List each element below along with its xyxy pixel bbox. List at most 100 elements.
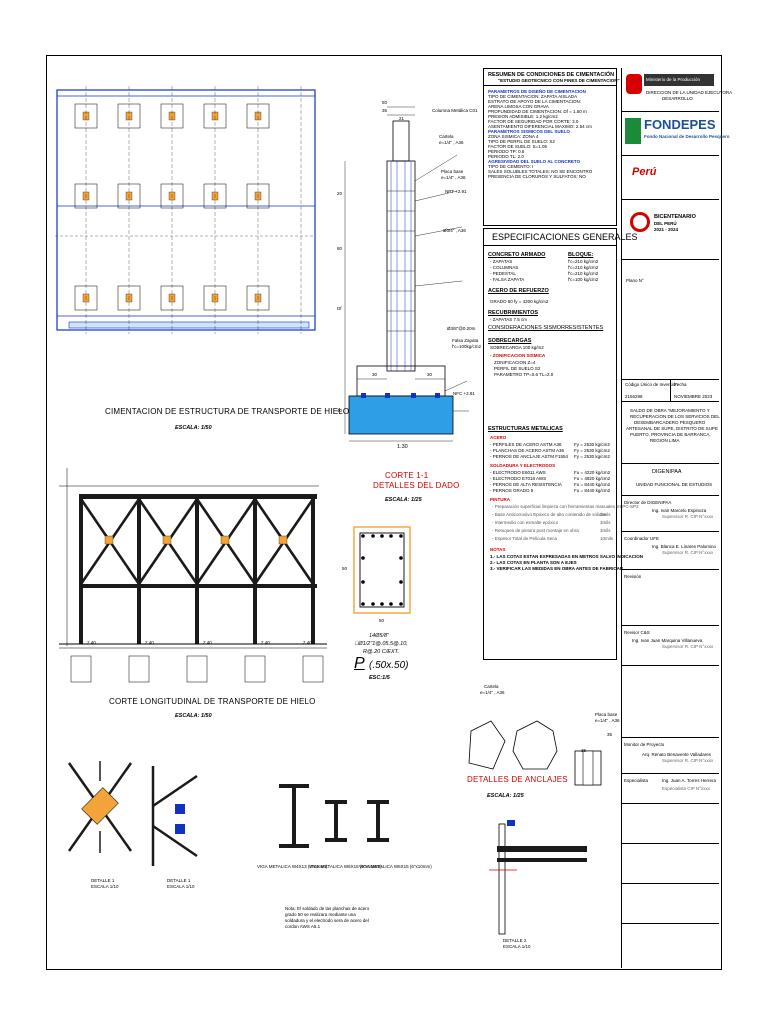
spec-sismo: CONSIDERACIONES SISMORRESISTENTES — [488, 325, 604, 331]
spec-pintura-item: - Preparación superficial limpieza con h… — [492, 504, 639, 509]
tb-row-sub: Supervisor R. CIP N°xxxx — [662, 644, 714, 649]
dim-30-left: 30 — [372, 372, 378, 377]
summary-line: FACTOR DE SEGURIDAD POR CORTE: 3.0 — [488, 119, 579, 124]
anchor-dim-35a: 35 — [607, 732, 613, 737]
section-subtitle: DETALLES DEL DADO — [373, 481, 460, 490]
foundation-plan — [55, 86, 316, 334]
spec-concreto-value: f'c=210 kg/cm2 — [568, 265, 599, 270]
weld-note-2: grado 50 se realizara mediante una — [285, 912, 356, 917]
tb-project-line: REGION LIMA — [650, 438, 680, 443]
label-npt: NPT +2.91 — [445, 189, 467, 194]
tb-row-label: Monitor de Proyecto — [624, 742, 665, 747]
longitudinal-section — [59, 468, 327, 683]
spec-soldadura-value: Fu = 4920 kg/cm2 — [574, 476, 611, 481]
plan-title: CIMENTACION DE ESTRUCTURA DE TRANSPORTE … — [105, 407, 350, 416]
spec-soldadura-item: - ELECTRODO E6011 AWS — [490, 470, 546, 475]
summary-line: ARENA LIMOSA CON GRAVA — [488, 104, 549, 109]
summary-title: RESUMEN DE CONDICIONES DE CIMENTACIÓN — [488, 72, 615, 78]
dim-240-1: 2.40 — [87, 640, 96, 645]
column-dim-v: 50 — [342, 566, 348, 571]
tb-fecha-value: NOVIEMBRE 2023 — [674, 394, 713, 399]
tb-org1-right2: DESARROLLO — [662, 96, 693, 101]
detail-2-title: DETALLE 2 — [503, 938, 527, 943]
tb-project-line: DESEMBARCADERO PESQUERO — [634, 420, 706, 425]
spec-acero-line: GRADO 60 fy = 4200 kg/cm2 — [490, 299, 549, 304]
spec-concreto-value: f'c=100 kg/cm2 — [568, 277, 599, 282]
column-dim-h: 50 — [379, 618, 385, 623]
shield-icon — [626, 74, 642, 94]
spec-metalicas: ESTRUCTURAS METALICAS — [488, 426, 563, 432]
tb-unit2: UNIDAD FUNCIONAL DE ESTUDIOS — [636, 482, 713, 487]
spec-pintura-value: 3mils — [600, 520, 611, 525]
tb-codigo: Código Único de Inversión 2156296 Fecha … — [622, 380, 719, 402]
tb-row-name: Ing. Ivan Marcelo Espinoza — [652, 508, 707, 513]
dim-20: 20 — [337, 191, 343, 196]
spec-soldadura-item: - ELECTRODO E7018 AWS — [490, 476, 547, 481]
column-section — [353, 526, 411, 614]
summary-line: AGRESIVIDAD DEL SUELO AL CONCRETO — [488, 159, 581, 164]
spec-nota: 3.- VERIFICAR LAS MEDIDAS EN OBRA ANTES … — [490, 566, 624, 571]
tb-row-sub: Supervisor R. CIP N°xxxx — [662, 758, 714, 763]
tb-project-line: ARTESANAL DE SUPE, DISTRITO DE SUPE — [626, 426, 718, 431]
long-section-title: CORTE LONGITUDINAL DE TRANSPORTE DE HIEL… — [109, 697, 316, 706]
column-stirrups: □Ø1/2"1@.05,5@.10, — [355, 641, 408, 647]
tb-row-sub: Supervisor R. CIP N°xxxx — [662, 550, 714, 555]
tb-logo-ministry: Ministerio de la Producción DIRECCION DE… — [622, 68, 732, 112]
tb-fecha-label: Fecha — [674, 382, 687, 387]
spec-pintura-head: PINTURA — [490, 497, 510, 502]
spec-soldadura-head: SOLDADURA Y ELECTRODOS — [490, 463, 556, 468]
tb-row-reviewer: Revisor C&S Ing. Ivan Juan Marquina Vill… — [622, 626, 719, 666]
spec-pintura-value: 3mils — [600, 528, 611, 533]
drawing-sheet: CIMENTACION DE ESTRUCTURA DE TRANSPORTE … — [46, 55, 732, 970]
spec-sobrecarga-line: SOBRECARGA 100 kg/m2 — [490, 345, 544, 350]
anchor-dim-35b: 35 — [581, 748, 587, 753]
label-column: Columna Metálica C01 — [432, 108, 478, 113]
tb-fondepes: FONDEPES — [644, 117, 716, 132]
spec-nota: 2.- LAS COTAS EN PLANTA SON A EJES — [490, 560, 577, 565]
anchor-plate-spec: e=1/4" , A36 — [595, 718, 620, 723]
summary-lines: PARAMETROS DE DISEÑO DE CIMENTACION TIPO… — [488, 89, 592, 179]
dim-21: 21 — [399, 116, 405, 121]
tb-row-label: Especialista — [624, 778, 649, 783]
weld-note-1: Nota: El soldado de las planchas de acer… — [285, 906, 370, 911]
weld-note-4: cordon AWS A5.1 — [285, 924, 321, 929]
tb-unit: DIGENIPAA UNIDAD FUNCIONAL DE ESTUDIOS — [622, 464, 719, 496]
dim-35: 35 — [382, 108, 388, 113]
spec-concreto-value: f'c=210 kg/cm2 — [568, 259, 599, 264]
spec-acero-value: Fy = 2530 kg/cm2 — [574, 442, 610, 447]
spec-sismica: - ZONIFICACION SISMICA — [490, 353, 546, 358]
plan-scale: ESCALA: 1/50 — [175, 425, 212, 431]
spec-soldadura-item: - PERNOS DE ALTA RESISTENCIA — [490, 482, 562, 487]
spec-concreto: CONCRETO ARMADO — [488, 252, 546, 258]
tb-plano-label: Plano N° — [626, 278, 644, 283]
spec-acero-item: - PERFILES DE ACERO ASTM A36 — [490, 442, 562, 447]
long-section-scale: ESCALA: 1/50 — [175, 713, 212, 719]
spec-pintura-item: - Espesor Total de Película Seca — [492, 536, 557, 541]
dim-240-5: 2.40 — [303, 640, 312, 645]
detail-1-title: DETALLE 1 — [91, 878, 115, 883]
tb-org1: Ministerio de la Producción — [646, 77, 701, 82]
specs-title: ESPECIFICACIONES GENERALES — [492, 232, 638, 242]
tb-peru: Perú — [632, 166, 657, 178]
dim-240-2: 2.40 — [145, 640, 154, 645]
detail-1b-title: DETALLE 1 — [167, 878, 191, 883]
spec-acero-value: Fy = 2530 kg/cm2 — [574, 454, 610, 459]
detail-1b-scale: ESCALA 1/10 — [167, 884, 195, 889]
tb-row-label: Revisor C&S — [624, 630, 650, 635]
spec-bloque: BLOQUE: — [568, 252, 594, 258]
spec-sismica-line: ZONIFICACION Z=4 — [494, 360, 536, 365]
dim-240-4: 2.40 — [261, 640, 270, 645]
detail-1-connection — [151, 766, 198, 866]
tb-bicentenario: BICENTENARIO — [654, 214, 696, 220]
column-scale: ESC:1/5 — [369, 675, 390, 681]
spec-concreto-value: f'c=210 kg/cm2 — [568, 271, 599, 276]
spec-sobrecargas: SOBRECARGAS — [488, 338, 532, 344]
section-title: CORTE 1-1 — [385, 471, 429, 480]
dim-130: 1.30 — [397, 444, 408, 450]
beam-label-1: VIGA METALICA W4X13 (4"x4mm) — [257, 864, 328, 869]
tb-org1-right: DIRECCION DE LA UNIDAD EJECUTORA — [646, 90, 733, 95]
tb-row-label: Revisión — [624, 574, 642, 579]
summary-line: TIPO DE CEMENTO: I — [488, 164, 534, 169]
tb-empty-1 — [622, 804, 719, 844]
spec-notas-head: NOTAS — [490, 547, 506, 552]
